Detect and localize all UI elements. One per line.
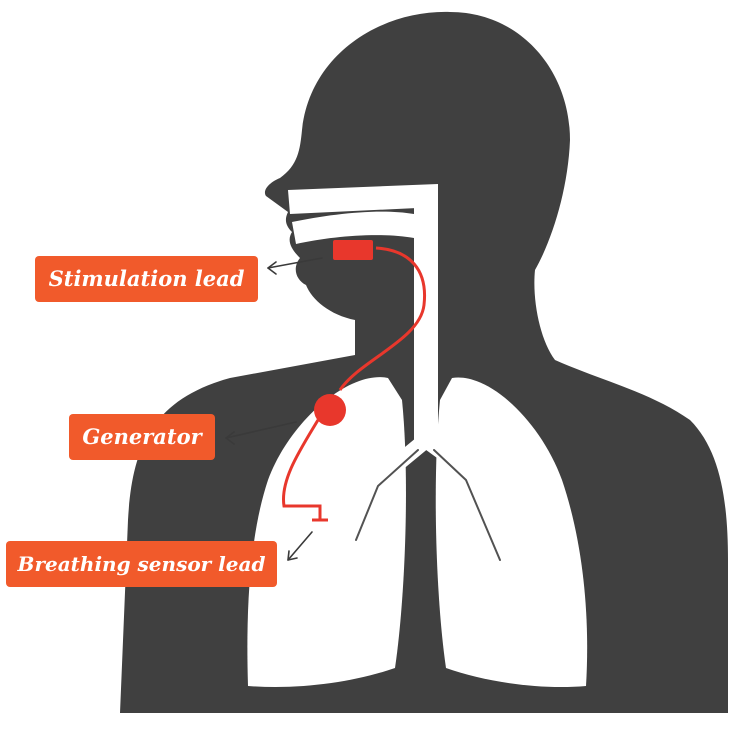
nasal-passage	[288, 184, 438, 214]
breathing-sensor-lead-label: Breathing sensor lead	[6, 541, 277, 587]
generator-arrowhead	[225, 431, 235, 445]
left-lung	[247, 377, 406, 688]
generator-device	[314, 394, 346, 426]
right-lung	[435, 377, 588, 688]
callout-arrows	[225, 257, 323, 561]
stimulation-lead-electrode	[333, 240, 373, 260]
generator-label: Generator	[69, 414, 215, 460]
oral-passage	[292, 211, 414, 244]
bronchi	[321, 432, 518, 568]
stimulation-arrowhead	[267, 261, 277, 275]
pharynx	[414, 196, 438, 442]
sensor-lead-wire	[281, 419, 322, 520]
bronchi-outline	[355, 449, 501, 561]
sensor-arrowhead	[287, 550, 298, 561]
stimulation-arrow	[267, 257, 323, 269]
stimulation-lead-label: Stimulation lead	[35, 256, 258, 302]
generator-arrow	[225, 421, 297, 439]
sensor-arrow	[287, 531, 313, 561]
stimulation-lead-wire	[338, 246, 427, 391]
